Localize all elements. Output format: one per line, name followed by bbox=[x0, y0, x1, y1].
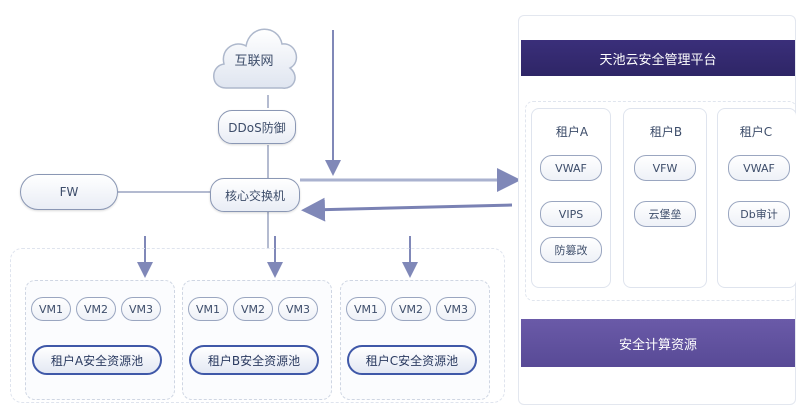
security-platform-panel: 天池云安全管理平台 租户A VWAF VIPS 防篡改 租户B VFW 云堡垒 … bbox=[518, 15, 796, 405]
service-node[interactable]: VIPS bbox=[540, 201, 602, 227]
tenant-b-services: 租户B VFW 云堡垒 bbox=[623, 108, 707, 288]
vm-node[interactable]: VM1 bbox=[31, 297, 71, 321]
pool-label[interactable]: 租户C安全资源池 bbox=[347, 345, 477, 375]
arrow-from-platform bbox=[301, 197, 513, 222]
vm-node[interactable]: VM2 bbox=[391, 297, 431, 321]
pool-label[interactable]: 租户A安全资源池 bbox=[32, 345, 162, 375]
tenant-services-area bbox=[525, 101, 796, 301]
tenant-name: 租户B bbox=[649, 125, 683, 139]
tenant-pool-c: VM1 VM2 VM3 租户C安全资源池 bbox=[340, 280, 490, 400]
vm-node[interactable]: VM1 bbox=[346, 297, 386, 321]
vm-node[interactable]: VM2 bbox=[76, 297, 116, 321]
tenant-a-services: 租户A VWAF VIPS 防篡改 bbox=[531, 108, 611, 288]
service-node[interactable]: Db审计 bbox=[728, 201, 790, 227]
tenant-c-services: 租户C VWAF Db审计 bbox=[717, 108, 796, 288]
pool-label[interactable]: 租户B安全资源池 bbox=[189, 345, 319, 375]
vm-node[interactable]: VM2 bbox=[233, 297, 273, 321]
internet-cloud-icon bbox=[213, 28, 298, 89]
service-node[interactable]: 防篡改 bbox=[540, 237, 602, 263]
vm-node[interactable]: VM3 bbox=[121, 297, 161, 321]
tenant-name: 租户C bbox=[739, 125, 773, 139]
tenant-name: 租户A bbox=[555, 125, 589, 139]
tenant-pool-b: VM1 VM2 VM3 租户B安全资源池 bbox=[182, 280, 332, 400]
internet-label: 互联网 bbox=[234, 53, 274, 69]
security-compute-resources: 安全计算资源 bbox=[521, 319, 795, 367]
platform-title: 天池云安全管理平台 bbox=[521, 40, 795, 76]
vm-node[interactable]: VM1 bbox=[188, 297, 228, 321]
service-node[interactable]: VFW bbox=[634, 155, 696, 181]
service-node[interactable]: VWAF bbox=[540, 155, 602, 181]
vm-node[interactable]: VM3 bbox=[436, 297, 476, 321]
service-node[interactable]: 云堡垒 bbox=[634, 201, 696, 227]
tenant-pool-a: VM1 VM2 VM3 租户A安全资源池 bbox=[25, 280, 175, 400]
service-node[interactable]: VWAF bbox=[728, 155, 790, 181]
fw-node[interactable]: FW bbox=[20, 174, 118, 210]
tenant-pools-area bbox=[10, 248, 505, 403]
vm-node[interactable]: VM3 bbox=[278, 297, 318, 321]
core-switch-node[interactable]: 核心交换机 bbox=[210, 178, 300, 212]
ddos-defense-node[interactable]: DDoS防御 bbox=[218, 110, 296, 144]
